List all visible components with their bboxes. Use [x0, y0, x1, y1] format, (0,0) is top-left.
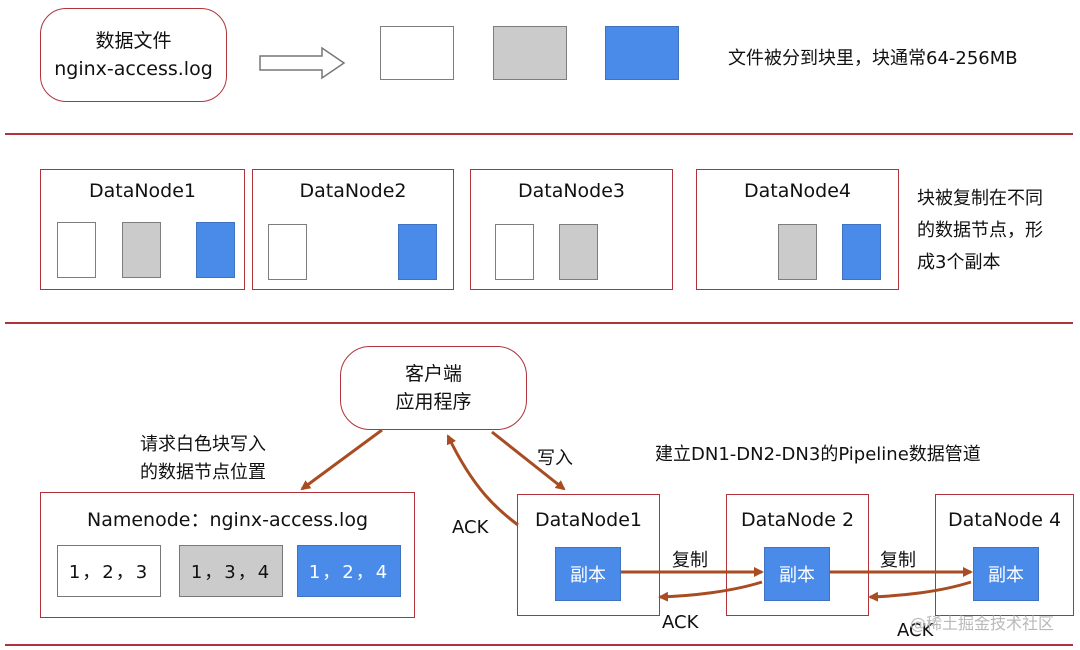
pipeline-datanode-1: DataNode1 副本 [517, 494, 660, 616]
block-index-white: 1，2，3 [57, 545, 161, 597]
gray-block [778, 224, 817, 280]
copy-label-2: 复制 [880, 550, 916, 571]
arrow-ack-to-client [446, 434, 519, 527]
datanode-box-2: DataNode2 [252, 169, 454, 290]
datanode-box-4: DataNode4 [696, 169, 899, 290]
arrow-ack-dn4-dn2 [868, 580, 972, 602]
replication-caption-line1: 块被复制在不同 [917, 188, 1043, 209]
watermark: @稀土掘金技术社区 [910, 614, 1055, 633]
namenode-title: Namenode：nginx-access.log [86, 509, 369, 531]
pipeline-datanode-2: DataNode 2 副本 [726, 494, 869, 616]
data-file-name: nginx-access.log [54, 58, 213, 80]
replica-block: 副本 [764, 547, 830, 601]
white-block [57, 222, 96, 278]
client-app-box: 客户端 应用程序 [340, 346, 527, 430]
datanode-title: DataNode4 [743, 180, 852, 202]
datanode-title: DataNode1 [534, 509, 643, 531]
arrow-client-to-namenode [300, 428, 383, 491]
datanode-title: DataNode 2 [740, 509, 855, 531]
arrow-client-write [491, 430, 566, 491]
blue-block [842, 224, 881, 280]
pipeline-caption: 建立DN1-DN2-DN3的Pipeline数据管道 [655, 444, 981, 465]
client-ack-label: ACK [452, 517, 489, 538]
section-divider-3 [5, 644, 1073, 646]
datanode-title: DataNode1 [88, 180, 197, 202]
replication-caption-line3: 成3个副本 [917, 252, 1001, 273]
gray-block [559, 224, 598, 280]
data-file-label: 数据文件 [95, 30, 172, 52]
gray-block [493, 26, 567, 80]
datanode-title: DataNode2 [299, 180, 407, 202]
white-block [495, 224, 534, 280]
blue-block [605, 26, 679, 80]
blue-block [398, 224, 437, 280]
hollow-arrow-icon [259, 46, 346, 80]
request-caption-line1: 请求白色块写入 [140, 434, 266, 455]
white-block [380, 26, 454, 80]
data-file-box: 数据文件 nginx-access.log [40, 8, 227, 102]
write-label: 写入 [537, 448, 573, 469]
namenode-box: Namenode：nginx-access.log 1，2，3 1，3，4 1，… [40, 492, 415, 618]
pipeline-ack-label-2: ACK [897, 620, 934, 641]
section-divider-2 [5, 322, 1073, 324]
replica-block: 副本 [973, 547, 1039, 601]
section-divider-1 [5, 133, 1073, 135]
pipeline-ack-label-1: ACK [662, 612, 699, 633]
datanode-title: DataNode 4 [947, 509, 1062, 531]
datanode-box-1: DataNode1 [40, 169, 245, 290]
block-index-gray: 1，3，4 [179, 545, 283, 597]
block-index-blue: 1，2，4 [297, 545, 401, 597]
arrow-ack-dn2-dn1 [658, 580, 763, 602]
pipeline-datanode-4: DataNode 4 副本 [935, 494, 1074, 616]
client-label: 客户端 [404, 363, 462, 385]
request-caption-line2: 的数据节点位置 [140, 462, 266, 483]
split-caption: 文件被分到块里，块通常64-256MB [728, 48, 1018, 69]
client-app-label: 应用程序 [395, 391, 472, 413]
white-block [268, 224, 307, 280]
copy-label-1: 复制 [672, 550, 708, 571]
blue-block [196, 222, 235, 278]
replication-caption-line2: 的数据节点，形 [917, 220, 1043, 241]
datanode-title: DataNode3 [517, 180, 626, 202]
datanode-box-3: DataNode3 [470, 169, 673, 290]
replica-block: 副本 [555, 547, 621, 601]
gray-block [122, 222, 161, 278]
